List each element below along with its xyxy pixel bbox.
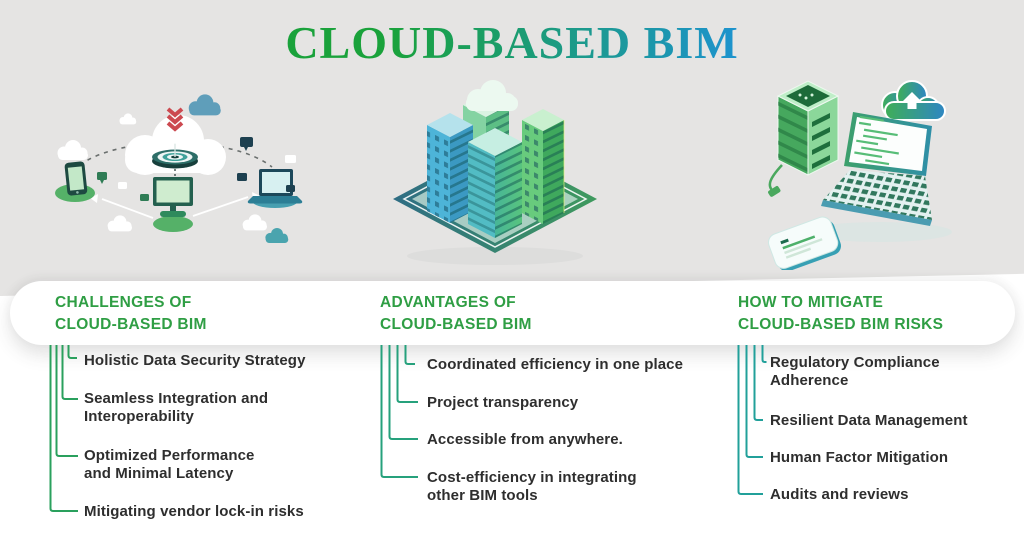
target-icon [152, 140, 198, 169]
list-item: Cost-efficiency in integrating other BIM… [427, 469, 637, 504]
laptop-icon [247, 169, 303, 208]
cloud-target-devices-network-icon [55, 94, 303, 243]
column-header-advantages: ADVANTAGES OF CLOUD-BASED BIM [380, 294, 532, 333]
list-item: Regulatory Compliance Adherence [770, 354, 940, 389]
platform-shadow [407, 247, 583, 265]
server-laptop-cloud-upload-icon [767, 80, 952, 270]
building-front [468, 128, 522, 238]
list-item: Accessible from anywhere. [427, 431, 623, 448]
list-item: Human Factor Mitigation [770, 449, 949, 466]
connectors-advantages [380, 345, 418, 478]
red-download-chevrons-icon [166, 107, 184, 132]
connectors-mitigation [737, 345, 767, 495]
list-item: Project transparency [427, 394, 579, 411]
upload-cloud-icon [881, 80, 946, 144]
list-item: Coordinated efficiency in one place [427, 356, 684, 373]
page-title: CLOUD-BASED BIM [0, 16, 1024, 69]
laptop-shadow [808, 222, 952, 242]
list-item: Optimized Performance and Minimal Latenc… [84, 447, 255, 482]
isometric-cloud-buildings-icon [393, 80, 597, 265]
list-item: Seamless Integration and Interoperabilit… [84, 390, 269, 425]
building-right [522, 109, 565, 224]
desktop-monitor-icon [153, 177, 193, 232]
server-rack-icon [768, 80, 840, 197]
column-header-challenges: CHALLENGES OF CLOUD-BASED BIM [55, 294, 207, 333]
laptop-open-icon [821, 112, 932, 226]
header-band [10, 281, 1015, 345]
speech-bubbles [97, 137, 296, 201]
smartphone-flat-icon [767, 216, 841, 270]
building-left [427, 113, 473, 223]
list-item: Audits and reviews [770, 486, 909, 503]
cloud-on-buildings [466, 80, 518, 111]
list-item: Mitigating vendor lock-in risks [84, 503, 304, 520]
list-item: Holistic Data Security Strategy [84, 352, 306, 369]
list-item: Resilient Data Management [770, 412, 968, 429]
column-header-mitigation: HOW TO MITIGATE CLOUD-BASED BIM RISKS [738, 294, 944, 333]
connectors-challenges [49, 345, 78, 512]
smartphone-icon [55, 161, 95, 202]
